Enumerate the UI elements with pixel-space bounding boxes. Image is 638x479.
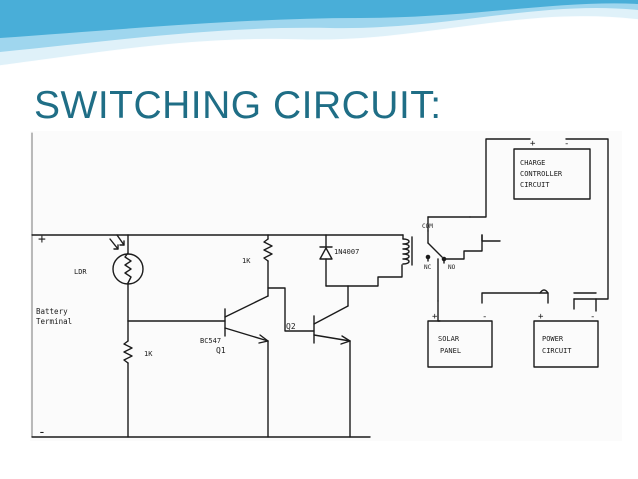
power-circuit-label-line2: CIRCUIT	[542, 347, 572, 355]
resistor-bottom-label: 1K	[144, 350, 153, 358]
charge-controller-label-line2: CONTROLLER	[520, 170, 563, 178]
relay-nc-label: NC	[424, 264, 432, 271]
solar-panel-box	[427, 320, 493, 368]
power-circuit-label-line1: POWER	[542, 335, 564, 343]
transistor-part-label: BC547	[200, 337, 221, 345]
resistor-1k-bottom	[123, 320, 133, 438]
power-circuit-box	[533, 320, 599, 368]
power-circuit-plus: +	[538, 312, 544, 322]
charge-controller-label-line1: CHARGE	[520, 159, 545, 167]
circuit-sketch: + - Battery Terminal LDR 1K 1K 1N4007 BC…	[30, 131, 622, 441]
battery-label-line2: Terminal	[36, 317, 72, 326]
charge-controller-minus: -	[564, 139, 569, 149]
solar-panel-label-line2: PANEL	[440, 347, 461, 355]
q2-label: Q2	[286, 322, 296, 331]
circuit-diagram: + - Battery Terminal LDR 1K 1K 1N4007 BC…	[31, 132, 609, 440]
solar-panel-label-line1: SOLAR	[438, 335, 460, 343]
relay-com-label: COM	[422, 223, 433, 230]
battery-label-line1: Battery	[36, 307, 68, 316]
charge-controller-label-line3: CIRCUIT	[520, 181, 550, 189]
plus-terminal-label: +	[38, 232, 46, 247]
transistor-q1	[224, 295, 269, 438]
q1-label: Q1	[216, 346, 226, 355]
minus-terminal-label: -	[38, 425, 46, 440]
slide-title: SWITCHING CIRCUIT:	[34, 84, 442, 127]
resistor-top-label: 1K	[242, 257, 251, 265]
ldr-component	[109, 234, 144, 322]
diode-1n4007	[319, 234, 333, 287]
output-wires	[437, 234, 597, 322]
header-wave-decoration	[0, 0, 638, 67]
relay-coil-wire	[347, 264, 403, 307]
relay-switch	[425, 216, 483, 322]
ldr-label: LDR	[74, 268, 87, 276]
relay-no-label: NO	[448, 264, 456, 271]
relay-coil	[402, 234, 413, 266]
transistor-q2	[313, 305, 351, 438]
solar-panel-minus: -	[482, 312, 487, 322]
q2-base-wire	[267, 287, 315, 332]
charge-controller-plus: +	[530, 139, 536, 149]
resistor-1k-top	[263, 234, 273, 297]
diode-label: 1N4007	[334, 248, 359, 256]
power-circuit-minus: -	[590, 312, 595, 322]
solar-panel-plus: +	[432, 312, 438, 322]
charge-controller-box	[513, 148, 591, 200]
charge-controller-wires	[469, 138, 609, 300]
